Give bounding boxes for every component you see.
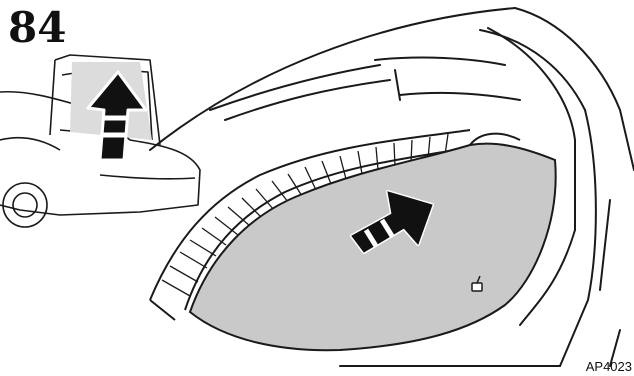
step-number: 84 — [8, 4, 66, 52]
figure-code: AP4023 — [586, 360, 632, 374]
